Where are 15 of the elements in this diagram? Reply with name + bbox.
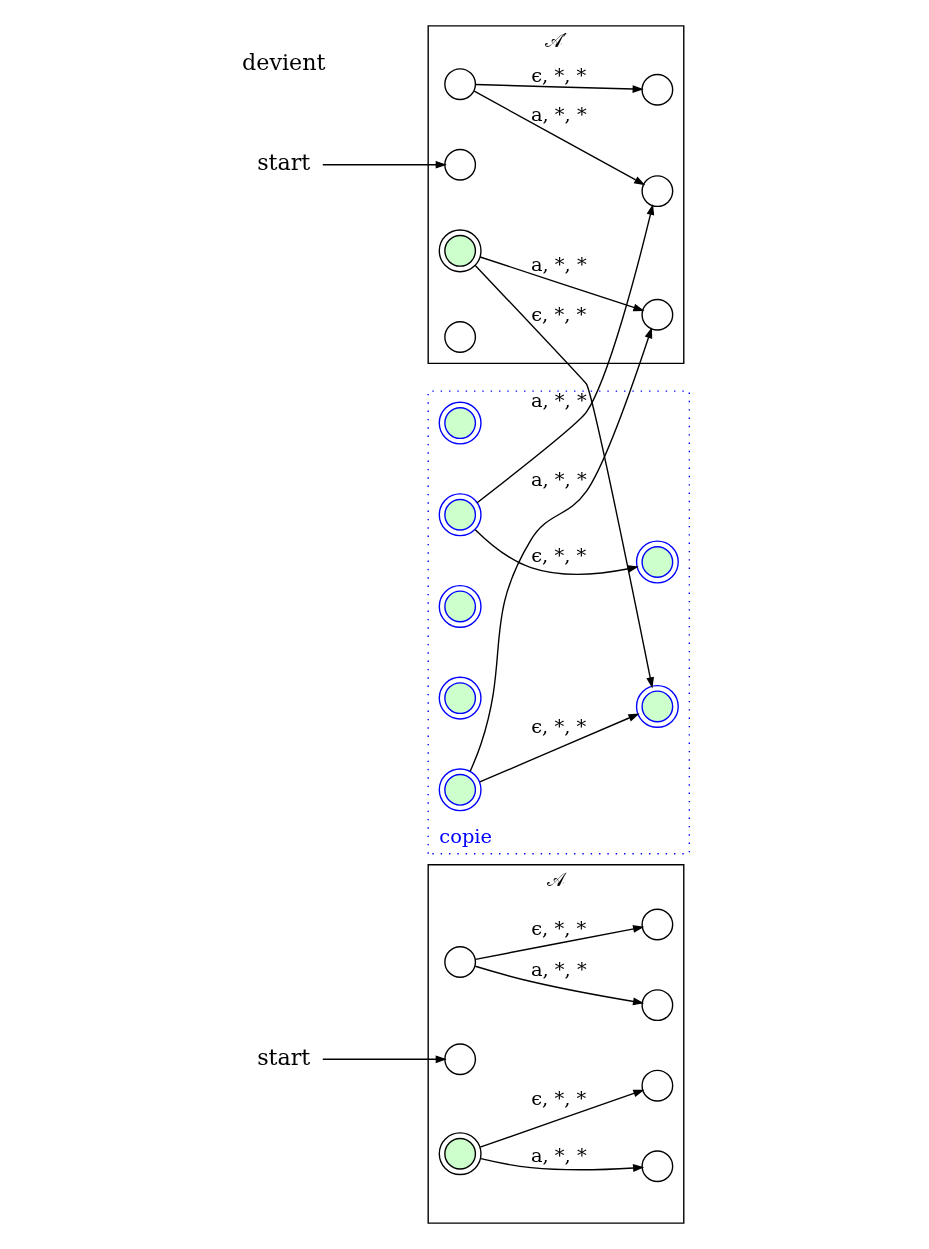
edge-label: ϵ, *, * xyxy=(530,1087,586,1111)
edge-label: ϵ, *, * xyxy=(530,715,586,739)
edge-label: ϵ, *, * xyxy=(530,302,586,326)
node-text: start xyxy=(256,149,310,175)
edge-label: a, *, * xyxy=(530,958,587,982)
label: devient xyxy=(241,48,325,75)
edge-label: a, *, * xyxy=(530,1144,587,1168)
edge-label: a, *, * xyxy=(530,252,587,276)
edge-label: ϵ, *, * xyxy=(530,63,586,87)
edge-label: ϵ, *, * xyxy=(530,916,586,940)
edge-label: a, *, * xyxy=(530,467,587,491)
edge-label: a, *, * xyxy=(530,102,587,126)
node-text: start xyxy=(256,1043,310,1070)
edge-label: a, *, * xyxy=(530,388,587,412)
edge-label: ϵ, *, * xyxy=(530,544,586,568)
